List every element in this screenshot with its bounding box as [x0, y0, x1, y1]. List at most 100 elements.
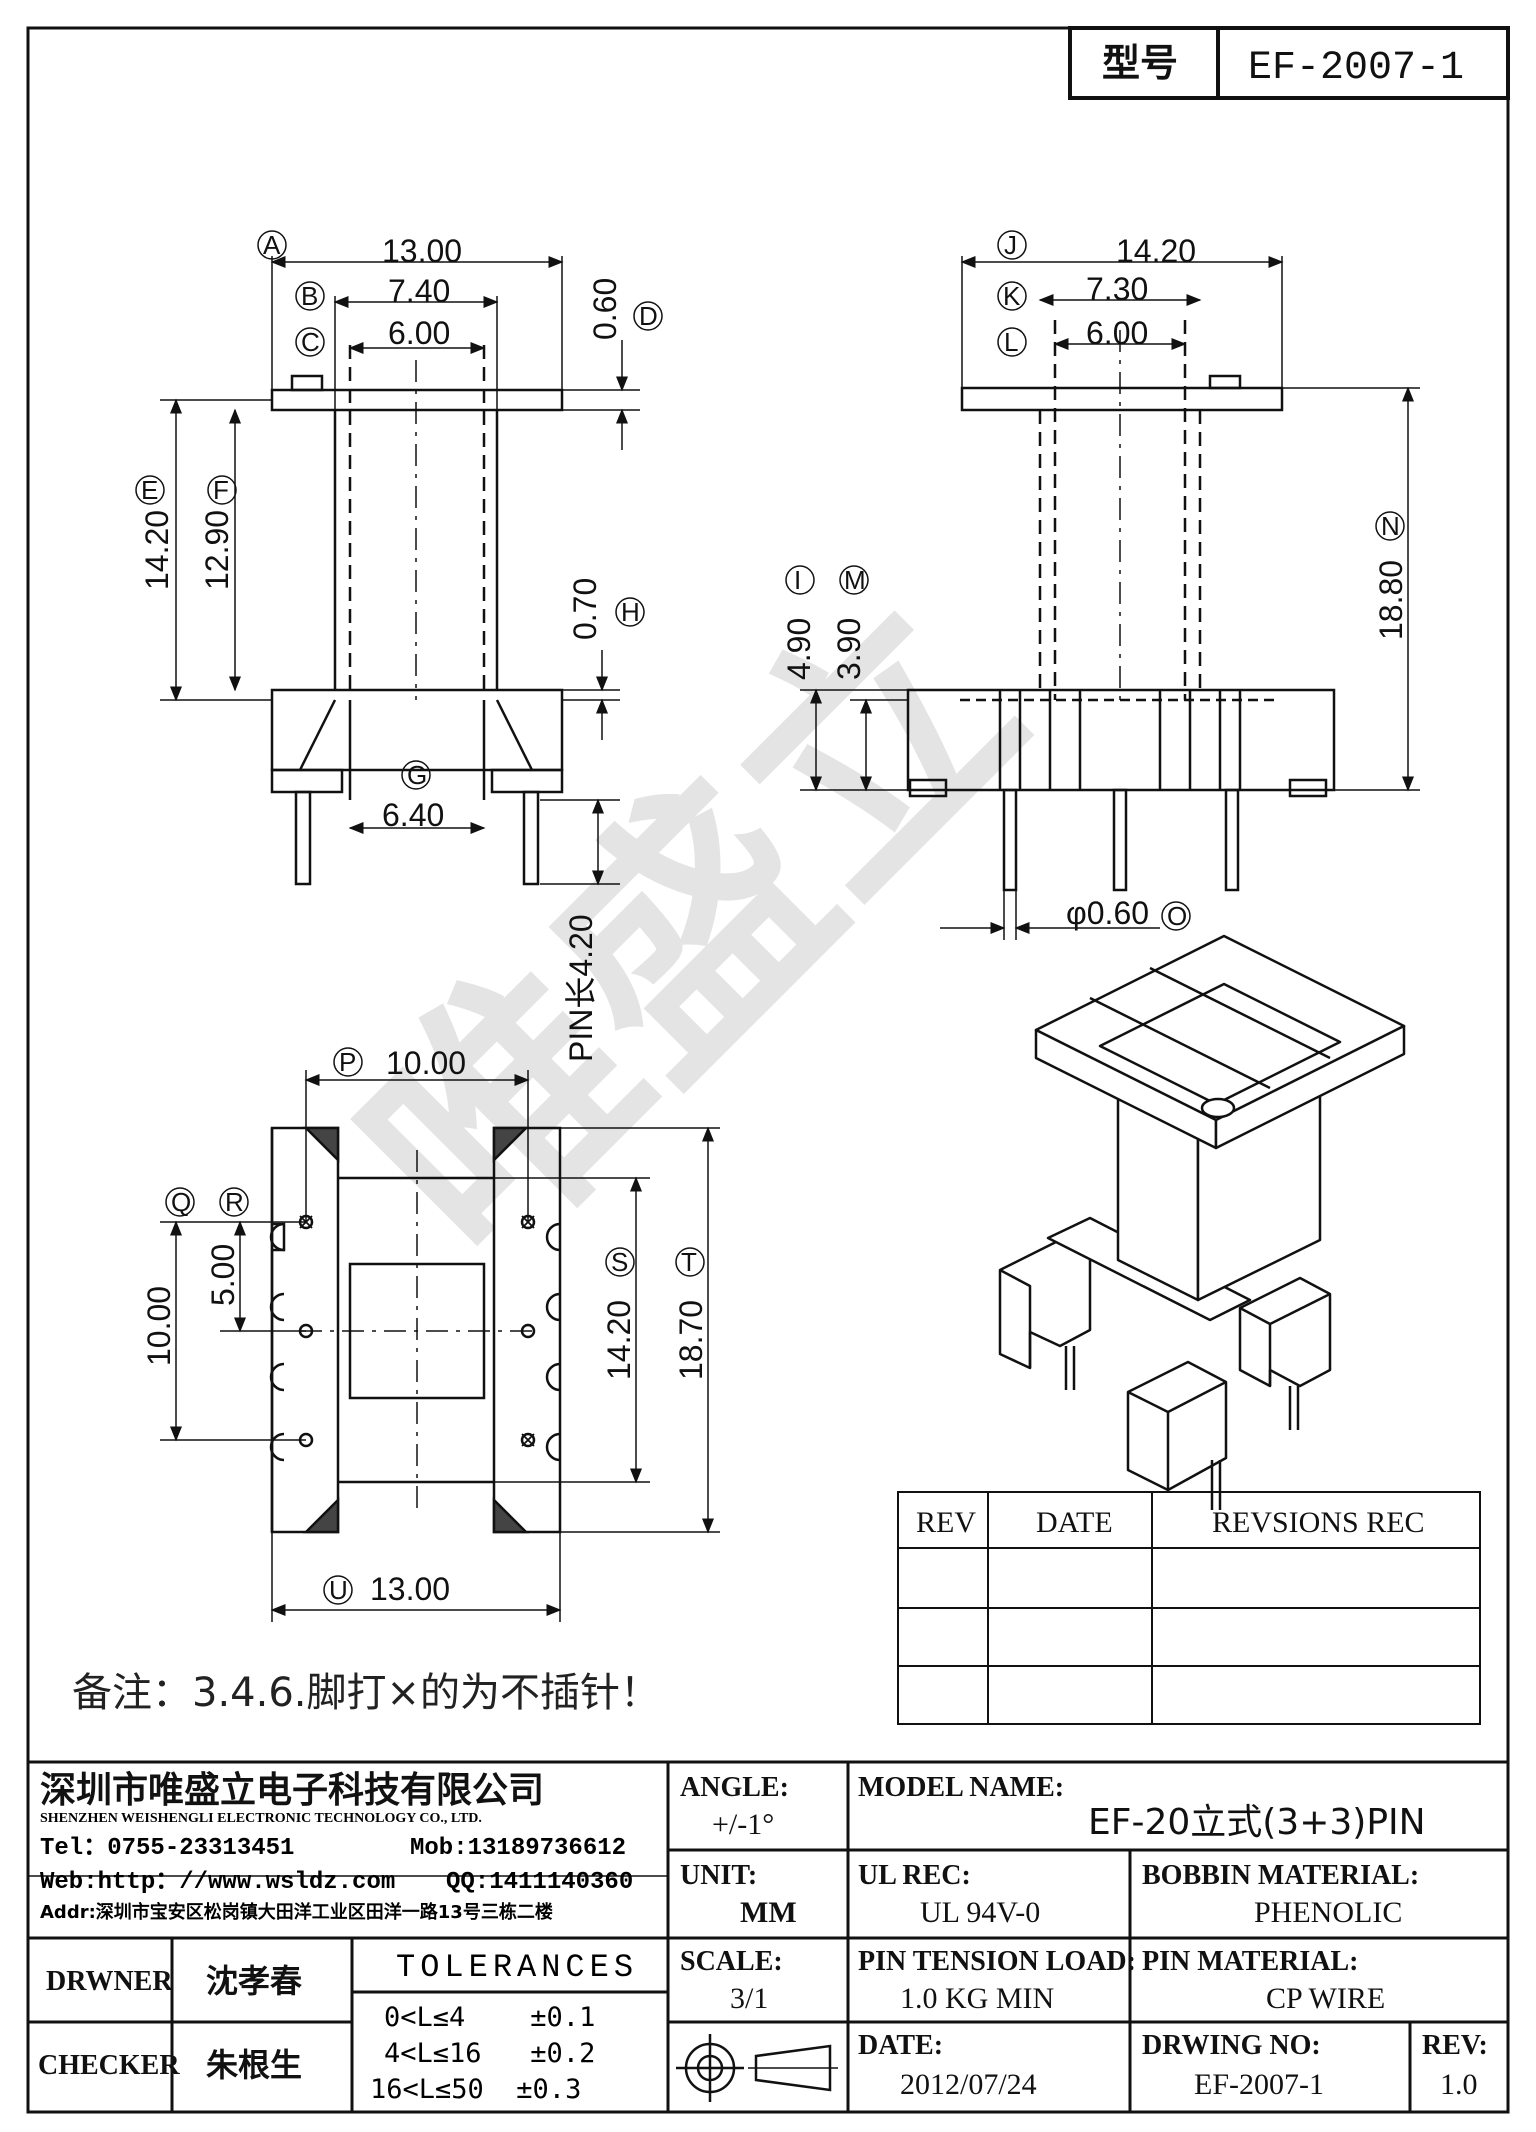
- svg-text:L: L: [1004, 327, 1018, 357]
- svg-text:H: H: [621, 597, 640, 627]
- ul-label: UL REC:: [858, 1860, 971, 1891]
- company-web: Web:http：//www.wsldz.com: [40, 1869, 395, 1896]
- side-view: [906, 320, 1336, 892]
- rev-label: REV:: [1422, 2030, 1488, 2061]
- svg-text:O: O: [1167, 901, 1187, 931]
- dim-r: 5.00: [205, 1244, 241, 1306]
- angle-value: +/-1°: [712, 1808, 774, 1841]
- pin-tension-label: PIN TENSION LOAD:: [858, 1946, 1136, 1977]
- dim-f: 12.90: [199, 510, 235, 590]
- front-view: [270, 345, 564, 886]
- svg-text:唯盛立: 唯盛立: [310, 549, 1075, 1314]
- dim-o: φ0.60: [1066, 895, 1149, 931]
- svg-text:K: K: [1003, 281, 1021, 311]
- dim-k: 7.30: [1086, 271, 1148, 307]
- checker-label: CHECKER: [38, 2050, 180, 2081]
- svg-text:P: P: [339, 1047, 356, 1077]
- revision-table: [897, 1491, 1481, 1725]
- front-view-labels: 13.00 7.40 6.00 6.40 0.60 14.20 12.90 0.…: [139, 230, 658, 1062]
- isometric-view: [998, 934, 1406, 1510]
- tolerance-row: 0<L≤4 ±0.1: [384, 2002, 595, 2033]
- pin-material-label: PIN MATERIAL:: [1142, 1946, 1358, 1977]
- dim-j: 14.20: [1116, 233, 1196, 269]
- dim-g: 6.40: [382, 797, 444, 833]
- dim-t: 18.70: [673, 1300, 709, 1380]
- unit-label: UNIT:: [680, 1860, 757, 1891]
- front-view-dimensions: [135, 230, 663, 886]
- svg-text:C: C: [301, 327, 320, 357]
- dim-u: 13.00: [370, 1571, 450, 1607]
- date-label: DATE:: [858, 2030, 943, 2061]
- svg-text:N: N: [1381, 511, 1400, 541]
- tolerance-row: 16<L≤50 ±0.3: [370, 2074, 581, 2105]
- dim-m: 3.90: [831, 618, 867, 680]
- title-block-grid: [28, 1760, 1508, 2112]
- svg-text:J: J: [1004, 230, 1017, 260]
- model-value: EF-20立式(3+3)PIN: [1088, 1802, 1426, 1843]
- dim-c: 6.00: [388, 315, 450, 351]
- company-mob: Mob:13189736612: [410, 1835, 626, 1862]
- type-label: 型号: [1102, 41, 1178, 85]
- svg-text:R: R: [225, 1187, 244, 1217]
- tolerances-title: TOLERANCES: [396, 1949, 638, 1986]
- dim-h: 0.70: [567, 578, 603, 640]
- svg-text:G: G: [407, 760, 427, 790]
- note: 备注：3.4.6.脚打×的为不插针！: [72, 1670, 660, 1716]
- company-tel: Tel：0755-23313451: [40, 1835, 294, 1862]
- svg-text:F: F: [213, 475, 229, 505]
- top-title-box: 型号 EF-2007-1: [1068, 26, 1510, 100]
- drawing-no-label: DRWING NO:: [1142, 2030, 1321, 2061]
- angle-label: ANGLE:: [680, 1772, 789, 1803]
- type-value: EF-2007-1: [1248, 46, 1464, 91]
- checker-value: 朱根生: [206, 2046, 302, 2084]
- projection-symbol-icon: [676, 2034, 838, 2102]
- tolerance-row: 4<L≤16 ±0.2: [384, 2038, 595, 2069]
- side-view-dimensions: [785, 230, 1420, 940]
- model-label: MODEL NAME:: [858, 1772, 1064, 1803]
- dim-a: 13.00: [382, 233, 462, 269]
- dim-s: 14.20: [601, 1300, 637, 1380]
- drawer-label: DRWNER: [46, 1966, 173, 1997]
- svg-text:T: T: [681, 1247, 697, 1277]
- drawer-value: 沈孝春: [206, 1962, 302, 2000]
- svg-text:S: S: [611, 1247, 628, 1277]
- company-address: Addr:深圳市宝安区松岗镇大田洋工业区田洋一路13号三栋二楼: [40, 1901, 553, 1923]
- dim-q: 10.00: [141, 1286, 177, 1366]
- company-qq: QQ:1411140360: [446, 1869, 633, 1896]
- svg-text:M: M: [844, 565, 866, 595]
- company-name-cn: 深圳市唯盛立电子科技有限公司: [40, 1770, 544, 1811]
- dim-b: 7.40: [388, 273, 450, 309]
- svg-text:I: I: [794, 565, 801, 595]
- dim-e: 14.20: [139, 510, 175, 590]
- date-value: 2012/07/24: [900, 2068, 1037, 2101]
- svg-text:Q: Q: [171, 1187, 191, 1217]
- dim-n: 18.80: [1373, 560, 1409, 640]
- svg-text:D: D: [639, 301, 658, 331]
- pin-material-value: CP WIRE: [1266, 1982, 1385, 2015]
- watermark: 唯盛立: [310, 549, 1075, 1314]
- svg-text:U: U: [329, 1575, 348, 1605]
- pin-tension-value: 1.0 KG MIN: [900, 1982, 1054, 2015]
- dim-i: 4.90: [781, 618, 817, 680]
- rev-value: 1.0: [1440, 2068, 1478, 2101]
- svg-text:A: A: [263, 230, 281, 260]
- bottom-view-dimensions: [160, 1047, 720, 1622]
- company-name-en: SHENZHEN WEISHENGLI ELECTRONIC TECHNOLOG…: [40, 1811, 482, 1826]
- bobbin-material-value: PHENOLIC: [1254, 1896, 1402, 1929]
- bobbin-material-label: BOBBIN MATERIAL:: [1142, 1860, 1419, 1891]
- ul-value: UL 94V-0: [920, 1896, 1040, 1929]
- svg-text:B: B: [301, 281, 318, 311]
- dim-d: 0.60: [587, 278, 623, 340]
- scale-value: 3/1: [730, 1982, 768, 2015]
- rev-header: REV: [916, 1506, 976, 1539]
- drawing-no-value: EF-2007-1: [1194, 2068, 1324, 2101]
- pin-length: PIN长4.20: [563, 914, 599, 1062]
- side-view-labels: 14.20 7.30 6.00 φ0.60 18.80 4.90 3.90 JK…: [781, 230, 1409, 931]
- date-header: DATE: [1036, 1506, 1113, 1539]
- revisions-header: REVSIONS REC: [1212, 1506, 1425, 1539]
- dim-l: 6.00: [1086, 315, 1148, 351]
- dim-p: 10.00: [386, 1045, 466, 1081]
- svg-text:E: E: [141, 475, 158, 505]
- bottom-view-labels: 10.00 13.00 10.00 5.00 14.20 18.70 P Q R S…: [141, 1045, 709, 1607]
